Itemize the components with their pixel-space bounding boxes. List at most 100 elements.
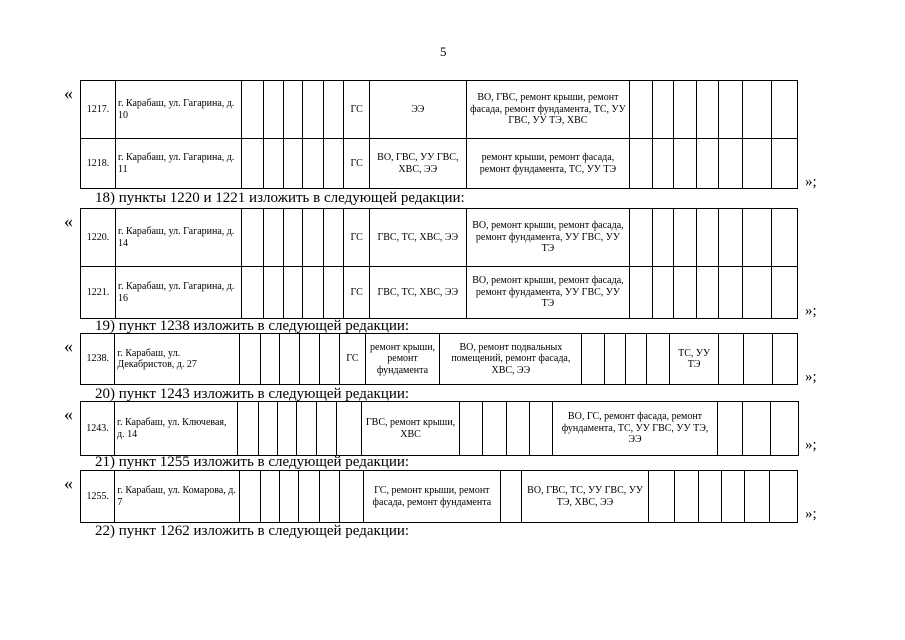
- empty-cell: [696, 208, 719, 267]
- empty-cell: [263, 138, 284, 189]
- empty-cell: [282, 138, 304, 189]
- empty-cell: [651, 138, 675, 189]
- empty-cell: [629, 138, 653, 189]
- empty-cell: [717, 138, 744, 189]
- empty-cell: [742, 266, 773, 319]
- gas-cell: ГС: [343, 266, 370, 319]
- empty-cell: [298, 470, 320, 523]
- empty-cell: [673, 80, 698, 139]
- empty-cell: [696, 138, 719, 189]
- empty-cell: [697, 470, 723, 523]
- table-row: 1218. г. Карабаш, ул. Гагарина, д. 11 ГС…: [80, 138, 798, 189]
- row-address: г. Карабаш, ул. Гагарина, д. 11: [114, 138, 243, 189]
- empty-cell: [717, 208, 744, 267]
- empty-cell: [459, 401, 483, 456]
- empty-cell: [646, 333, 671, 385]
- heading-20: 20) пункт 1243 изложить в следующей реда…: [95, 386, 410, 402]
- empty-cell: [282, 208, 304, 267]
- empty-cell: [302, 208, 324, 267]
- empty-cell: [260, 333, 281, 385]
- empty-cell: [338, 470, 365, 523]
- empty-cell: [581, 333, 605, 385]
- works-cell: ГС, ремонт крыши, ремонт фасада, ремонт …: [363, 470, 501, 523]
- row-address: г. Карабаш, ул. Гагарина, д. 14: [114, 208, 243, 267]
- works-cell: ГВС, ТС, ХВС, ЭЭ: [368, 208, 467, 267]
- heading-19: 19) пункт 1238 изложить в следующей реда…: [95, 318, 410, 334]
- empty-cell: [648, 470, 675, 523]
- empty-cell: [717, 333, 745, 385]
- empty-cell: [238, 470, 261, 523]
- works-cell: ВО, ремонт крыши, ремонт фасада, ремонт …: [465, 266, 631, 319]
- empty-cell: [742, 80, 773, 139]
- works-cell: ВО, ГС, ремонт фасада, ремонт фундамента…: [552, 401, 718, 456]
- works-cell: ВО, ремонт подвальных помещений, ремонт …: [439, 333, 583, 385]
- empty-cell: [673, 138, 698, 189]
- table-row: 1238. г. Карабаш, ул. Декабристов, д. 27…: [79, 333, 799, 385]
- empty-cell: [696, 80, 719, 139]
- empty-cell: [282, 80, 304, 139]
- empty-cell: [771, 138, 798, 189]
- works-cell: ВО, ГВС, ремонт крыши, ремонт фасада, ре…: [465, 80, 631, 139]
- row-number: 1255.: [79, 470, 116, 523]
- empty-cell: [263, 266, 284, 319]
- row-number: 1218.: [80, 138, 116, 189]
- empty-cell: [717, 401, 743, 456]
- empty-cell: [241, 208, 265, 267]
- close-mark: »;: [805, 303, 817, 319]
- empty-cell: [744, 470, 770, 523]
- works-cell: ТС, УУ ТЭ: [669, 333, 719, 385]
- empty-cell: [529, 401, 553, 456]
- heading-18: 18) пункты 1220 и 1221 изложить в следую…: [95, 190, 465, 206]
- empty-cell: [322, 266, 345, 319]
- empty-cell: [482, 401, 507, 456]
- works-cell: ремонт крыши, ремонт фундамента: [364, 333, 441, 385]
- empty-cell: [318, 333, 341, 385]
- empty-cell: [721, 470, 746, 523]
- empty-cell: [673, 470, 699, 523]
- gas-cell: ГС: [339, 333, 366, 385]
- empty-cell: [296, 401, 317, 456]
- empty-cell: [771, 333, 799, 385]
- empty-cell: [499, 470, 522, 523]
- table-1243: 1243. г. Карабаш, ул. Ключевая, д. 14 ГВ…: [80, 401, 799, 456]
- heading-22: 22) пункт 1262 изложить в следующей реда…: [95, 523, 410, 539]
- close-mark: »;: [805, 437, 817, 453]
- empty-cell: [302, 138, 324, 189]
- open-quote: «: [64, 83, 73, 103]
- heading-21: 21) пункт 1255 изложить в следующей реда…: [95, 454, 410, 470]
- open-quote: «: [64, 211, 73, 231]
- row-address: г. Карабаш, ул. Гагарина, д. 10: [114, 80, 243, 139]
- empty-cell: [241, 266, 265, 319]
- row-address: г. Карабаш, ул. Декабристов, д. 27: [114, 333, 240, 385]
- gas-cell: ГС: [343, 80, 370, 139]
- row-address: г. Карабаш, ул. Комарова, д. 7: [114, 470, 240, 523]
- works-cell: ремонт крыши, ремонт фасада, ремонт фунд…: [465, 138, 631, 189]
- empty-cell: [282, 266, 304, 319]
- table-1217-1218: 1217. г. Карабаш, ул. Гагарина, д. 10 ГС…: [80, 80, 798, 189]
- empty-cell: [770, 401, 799, 456]
- table-row: 1243. г. Карабаш, ул. Ключевая, д. 14 ГВ…: [80, 401, 799, 456]
- empty-cell: [336, 401, 362, 456]
- empty-cell: [651, 208, 675, 267]
- open-quote: «: [64, 473, 73, 493]
- works-cell: ЭЭ: [368, 80, 467, 139]
- close-mark: »;: [805, 369, 817, 385]
- row-address: г. Карабаш, ул. Гагарина, д. 16: [114, 266, 243, 319]
- empty-cell: [302, 266, 324, 319]
- row-number: 1217.: [80, 80, 116, 139]
- empty-cell: [259, 470, 281, 523]
- empty-cell: [717, 266, 744, 319]
- works-cell: ВО, ремонт крыши, ремонт фасада, ремонт …: [465, 208, 631, 267]
- empty-cell: [651, 266, 675, 319]
- table-1255: 1255. г. Карабаш, ул. Комарова, д. 7 ГС,…: [79, 470, 799, 523]
- empty-cell: [717, 80, 744, 139]
- empty-cell: [322, 208, 345, 267]
- table-1238: 1238. г. Карабаш, ул. Декабристов, д. 27…: [79, 333, 799, 385]
- empty-cell: [263, 208, 284, 267]
- empty-cell: [279, 470, 300, 523]
- empty-cell: [258, 401, 278, 456]
- row-number: 1221.: [80, 266, 116, 319]
- row-number: 1243.: [80, 401, 115, 456]
- empty-cell: [603, 333, 626, 385]
- gas-cell: ГС: [343, 138, 370, 189]
